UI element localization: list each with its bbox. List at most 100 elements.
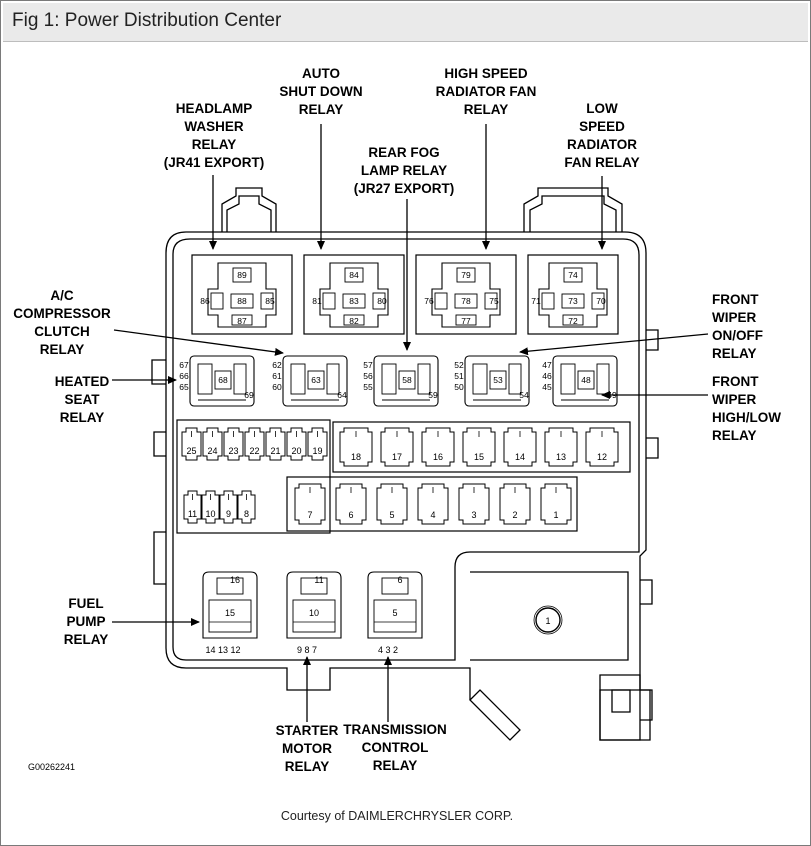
- callout-line: ON/OFF: [712, 328, 763, 343]
- callout-line: SHUT DOWN: [279, 84, 362, 99]
- pin-label: 66: [179, 371, 189, 381]
- fuse-number: 22: [249, 446, 259, 456]
- fuse: 19: [307, 427, 328, 461]
- callout-line: WASHER: [184, 119, 244, 134]
- callout-line: FAN RELAY: [564, 155, 639, 170]
- pin-label: 76: [424, 296, 434, 306]
- fuse-number: 17: [392, 452, 402, 462]
- pin-label: 54: [519, 390, 529, 400]
- fuse: 20: [286, 427, 307, 461]
- pin-label: 82: [349, 316, 359, 326]
- fuse-number: 8: [244, 509, 249, 519]
- fuse: 17: [380, 427, 414, 467]
- pin-label: 67: [179, 360, 189, 370]
- fuse-number: 23: [228, 446, 238, 456]
- fuse-number: 13: [556, 452, 566, 462]
- callout-asd: AUTO SHUT DOWN RELAY: [279, 66, 362, 117]
- pin-label: 61: [272, 371, 282, 381]
- pin-label: 84: [349, 270, 359, 280]
- fuse-number: 20: [291, 446, 301, 456]
- pin-label: 79: [461, 270, 471, 280]
- pin-label: 11: [314, 575, 323, 585]
- fuse-number: 19: [312, 446, 322, 456]
- pdc-housing: [151, 187, 659, 741]
- fuse: 25: [181, 427, 202, 461]
- pin-label: 5: [392, 608, 397, 618]
- fuse-number: 21: [270, 446, 280, 456]
- pin-label: 55: [363, 382, 373, 392]
- callout-line: HEATED: [55, 374, 110, 389]
- fuse: 3: [458, 483, 490, 525]
- pin-label: 60: [272, 382, 282, 392]
- pin-label: 15: [225, 608, 235, 618]
- fuse-number: 12: [597, 452, 607, 462]
- fuse: 7: [294, 483, 326, 525]
- pin-label: 69: [244, 390, 254, 400]
- callout-line: RELAY: [60, 410, 105, 425]
- callout-line: LAMP RELAY: [361, 163, 447, 178]
- figure-code: G00262241: [28, 762, 75, 772]
- callout-line: RADIATOR FAN: [436, 84, 537, 99]
- fuse-number: 15: [474, 452, 484, 462]
- pin-row-label: 9 8 7: [297, 645, 317, 655]
- callout-line: REAR FOG: [368, 145, 439, 160]
- fuse: 6: [335, 483, 367, 525]
- pin-label: 88: [237, 296, 247, 306]
- pin-label: 57: [363, 360, 373, 370]
- pin-label: 59: [428, 390, 438, 400]
- fuse: 12: [585, 427, 619, 467]
- pin-label: 65: [179, 382, 189, 392]
- callout-line: RELAY: [299, 102, 344, 117]
- fuse-number: 3: [471, 510, 476, 520]
- pin-label: 86: [200, 296, 210, 306]
- callout-line: WIPER: [712, 392, 757, 407]
- pin-label: 16: [230, 575, 240, 585]
- callout-line: TRANSMISSION: [343, 722, 447, 737]
- pin-label: 68: [218, 375, 228, 385]
- pin-label: 53: [493, 375, 503, 385]
- pin-row-label: 4 3 2: [378, 645, 398, 655]
- fuse-number: 4: [430, 510, 435, 520]
- fuse: 11: [183, 490, 202, 524]
- pin-label: 47: [542, 360, 552, 370]
- pin-label: 85: [265, 296, 275, 306]
- callout-line: CONTROL: [362, 740, 429, 755]
- fuse: 8: [237, 490, 256, 524]
- pin-label: 89: [237, 270, 247, 280]
- callout-line: HEADLAMP: [176, 101, 253, 116]
- callout-line: RELAY: [712, 428, 757, 443]
- pin-label: 77: [461, 316, 471, 326]
- arrow-ac-compressor: [113, 329, 284, 356]
- callout-rear-fog: REAR FOG LAMP RELAY (JR27 EXPORT): [354, 145, 455, 196]
- callout-line: PUMP: [66, 614, 105, 629]
- callout-line: (JR27 EXPORT): [354, 181, 455, 196]
- fuse: 1: [540, 483, 572, 525]
- title-bar: Fig 1: Power Distribution Center: [3, 3, 808, 42]
- callout-line: FRONT: [712, 374, 759, 389]
- pin-label: 50: [454, 382, 464, 392]
- pin-label: 52: [454, 360, 464, 370]
- callout-line: AUTO: [302, 66, 340, 81]
- arrow-front-wiper-onoff: [519, 333, 709, 356]
- pin-label: 87: [237, 316, 247, 326]
- pin-label: 46: [542, 371, 552, 381]
- fuse: 2: [499, 483, 531, 525]
- pin-label: 78: [461, 296, 471, 306]
- callout-line: MOTOR: [282, 741, 332, 756]
- callout-line: SEAT: [64, 392, 100, 407]
- pin-label: 10: [309, 608, 319, 618]
- fuse-number: 16: [433, 452, 443, 462]
